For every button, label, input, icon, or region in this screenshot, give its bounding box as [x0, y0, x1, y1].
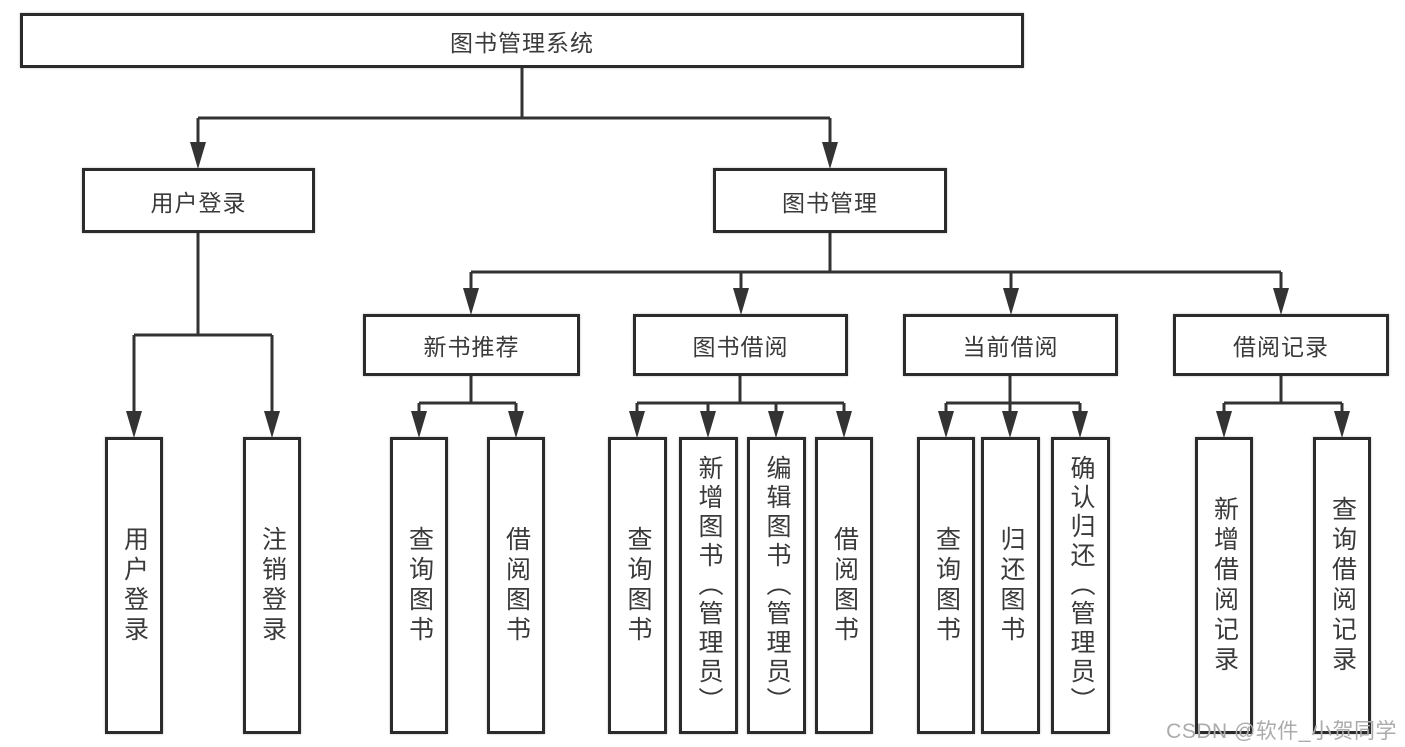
node-book-management-system: 图书管理系统 — [20, 13, 1024, 68]
csdn-watermark: CSDN @软件_小贺同学 — [1166, 720, 1397, 743]
node-book-borrowing: 图书借阅 — [633, 314, 848, 376]
leaf-query-borrow-record: 查询借阅记录 — [1313, 437, 1371, 734]
leaf-query-books-borrowing: 查询图书 — [608, 437, 667, 734]
leaf-logout: 注销登录 — [243, 437, 301, 734]
node-borrowing-records: 借阅记录 — [1173, 314, 1389, 376]
arrowhead-icon — [126, 142, 1350, 438]
node-book-management: 图书管理 — [713, 168, 947, 233]
leaf-user-login: 用户登录 — [105, 437, 163, 734]
node-new-book-recommendation: 新书推荐 — [363, 314, 580, 376]
leaf-add-book-admin: 新增图书（管理员） — [679, 437, 738, 734]
node-user-login: 用户登录 — [82, 168, 315, 233]
leaf-query-books-current: 查询图书 — [917, 437, 975, 734]
leaf-query-books-recommend: 查询图书 — [390, 437, 448, 734]
leaf-confirm-return-admin: 确认归还（管理员） — [1051, 437, 1110, 734]
leaf-edit-book-admin: 编辑图书（管理员） — [747, 437, 806, 734]
leaf-add-borrow-record: 新增借阅记录 — [1195, 437, 1253, 734]
node-current-borrowing: 当前借阅 — [903, 314, 1118, 376]
leaf-return-book: 归还图书 — [981, 437, 1040, 734]
connector-line-path — [132, 67, 1344, 415]
leaf-borrow-books-recommend: 借阅图书 — [487, 437, 545, 734]
leaf-borrow-books-borrowing: 借阅图书 — [815, 437, 873, 734]
